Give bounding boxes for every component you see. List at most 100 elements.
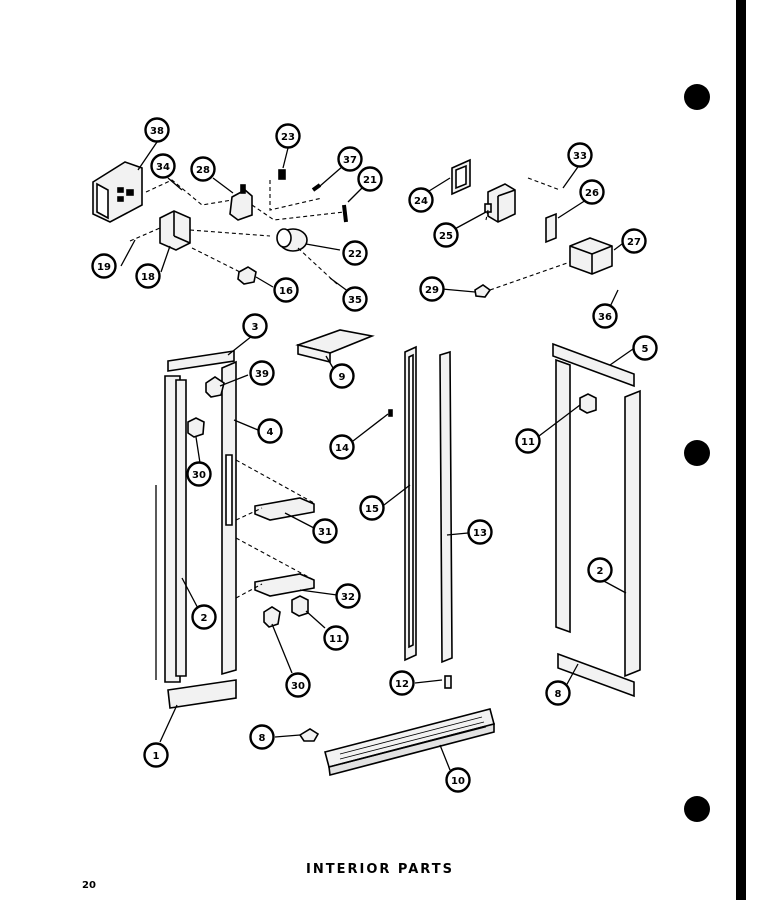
callout-29: 29: [419, 276, 445, 302]
binding-edge: [736, 0, 746, 900]
svg-text:3: 3: [252, 322, 259, 333]
svg-text:26: 26: [585, 188, 599, 199]
callout-11-lower: 11: [323, 625, 349, 651]
callout-18: 18: [135, 263, 161, 289]
callout-30-upper: 30: [186, 461, 212, 487]
switch-plate-26: [545, 212, 557, 244]
svg-text:33: 33: [573, 151, 587, 162]
callouts: 38 34 28 23 37 21 24 33 26 19 18 22 16 3…: [91, 117, 658, 793]
svg-text:29: 29: [425, 285, 439, 296]
page-number: 20: [82, 880, 96, 891]
callout-19: 19: [91, 253, 117, 279]
callout-5: 5: [632, 335, 658, 361]
bracket-31: [254, 497, 315, 521]
callout-34: 34: [150, 153, 176, 179]
right-top-rail-5: [552, 342, 635, 388]
callout-9: 9: [329, 363, 355, 389]
svg-text:28: 28: [196, 165, 210, 176]
callout-22: 22: [342, 240, 368, 266]
callout-28: 28: [190, 156, 216, 182]
screw-23: [278, 169, 286, 180]
callout-30-lower: 30: [285, 672, 311, 698]
callout-27: 27: [621, 228, 647, 254]
callout-21: 21: [357, 166, 383, 192]
svg-text:32: 32: [341, 592, 355, 603]
svg-text:9: 9: [339, 372, 346, 383]
switch-assembly-25: [484, 183, 516, 223]
binder-hole-middle: [684, 440, 710, 466]
svg-text:18: 18: [141, 272, 155, 283]
assembly-lines: [129, 177, 571, 599]
svg-text:2: 2: [201, 613, 208, 624]
grille-10: [324, 708, 495, 777]
clip-39: [205, 376, 225, 398]
callout-12: 12: [389, 670, 415, 696]
post-12: [444, 675, 452, 689]
right-frame-strip-left: [555, 358, 571, 634]
callout-38: 38: [144, 117, 170, 143]
right-frame-strip-right: [624, 389, 641, 678]
svg-text:30: 30: [192, 470, 206, 481]
light-socket-box: [159, 210, 191, 251]
control-knob: [276, 228, 308, 252]
svg-text:37: 37: [343, 155, 357, 166]
svg-text:30: 30: [291, 681, 305, 692]
svg-text:39: 39: [255, 369, 269, 380]
parts: [92, 158, 641, 777]
thermostat-bracket: [229, 189, 253, 221]
thermostat-stud: [240, 184, 246, 194]
svg-text:8: 8: [555, 689, 562, 700]
svg-text:31: 31: [318, 527, 332, 538]
clip-8: [298, 728, 320, 742]
callout-2-left: 2: [191, 604, 217, 630]
control-box-27: [569, 237, 613, 275]
callout-23: 23: [275, 123, 301, 149]
left-bottom-rail-1: [167, 679, 237, 709]
clip-29: [474, 284, 492, 298]
svg-text:34: 34: [156, 162, 170, 173]
left-frame-strip-inner: [175, 379, 187, 677]
spring-21: [342, 204, 348, 223]
clip-11-lower: [291, 595, 309, 617]
svg-text:38: 38: [150, 126, 164, 137]
callout-35: 35: [342, 286, 368, 312]
callout-25: 25: [433, 222, 459, 248]
callout-31: 31: [312, 518, 338, 544]
svg-text:21: 21: [363, 175, 377, 186]
control-housing: [92, 161, 143, 223]
svg-text:8: 8: [259, 733, 266, 744]
callout-8-bottom: 8: [249, 724, 275, 750]
strip-13: [439, 350, 453, 664]
callout-26: 26: [579, 179, 605, 205]
callout-33: 33: [567, 142, 593, 168]
bulb-cover-inner: [455, 164, 467, 190]
svg-text:13: 13: [473, 528, 487, 539]
callout-10: 10: [445, 767, 471, 793]
bracket-32: [254, 573, 315, 597]
clip-11-upper: [579, 393, 597, 414]
clip-16: [237, 266, 257, 285]
callout-15: 15: [359, 495, 385, 521]
svg-text:35: 35: [348, 295, 362, 306]
callout-1: 1: [143, 742, 169, 768]
svg-text:22: 22: [348, 249, 362, 260]
svg-text:14: 14: [335, 443, 349, 454]
callout-8-right: 8: [545, 680, 571, 706]
callout-24: 24: [408, 187, 434, 213]
screw-37: [311, 183, 322, 192]
svg-text:11: 11: [329, 634, 343, 645]
left-top-rail-3: [167, 350, 235, 372]
svg-text:25: 25: [439, 231, 453, 242]
callout-16: 16: [273, 277, 299, 303]
callout-13: 13: [467, 519, 493, 545]
page-caption: INTERIOR PARTS: [306, 862, 454, 877]
svg-text:1: 1: [153, 751, 160, 762]
callout-2-right: 2: [587, 557, 613, 583]
post-14: [388, 409, 393, 417]
callout-14: 14: [329, 434, 355, 460]
svg-text:36: 36: [598, 312, 612, 323]
svg-text:2: 2: [597, 566, 604, 577]
svg-text:27: 27: [627, 237, 641, 248]
svg-text:23: 23: [281, 132, 295, 143]
